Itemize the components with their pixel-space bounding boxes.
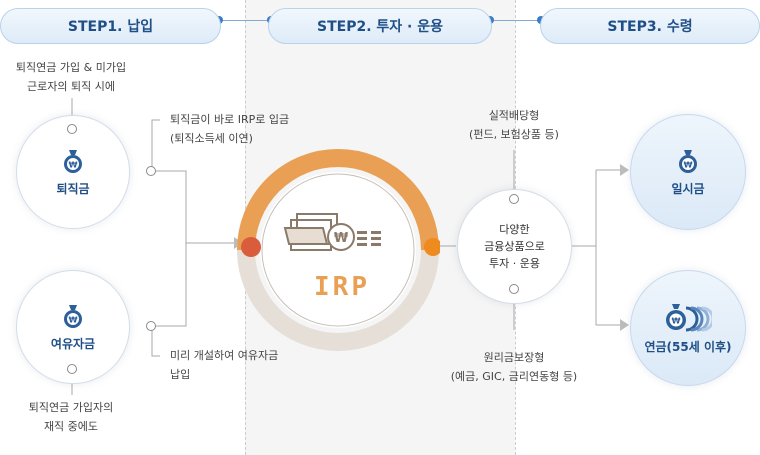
stacked-money-bag-icon: ₩	[666, 303, 712, 331]
money-bag-icon: ₩	[64, 149, 82, 173]
won-symbol: ₩	[69, 160, 78, 169]
annuity-label: 연금(55세 이후)	[644, 339, 732, 354]
spare-note-line: 퇴직연금 가입자의	[28, 401, 114, 414]
retirement-label: 퇴직금	[56, 181, 90, 196]
performance-note-line: 실적배당형	[488, 109, 540, 122]
won-symbol: ₩	[69, 315, 78, 324]
spare-route-line: 납입	[170, 368, 191, 381]
lump-sum-label: 일시금	[671, 181, 705, 196]
money-bag-icon: ₩	[64, 304, 82, 328]
spare-route-line: 미리 개설하여 여유자금	[170, 349, 279, 362]
retirement-note-line: 퇴직연금 가입 & 미가입	[15, 61, 127, 74]
step1-header: STEP1. 납입	[0, 8, 221, 44]
spare-funds-note: 퇴직연금 가입자의 재직 중에도	[6, 398, 136, 436]
irp-inflow-dot	[241, 237, 261, 257]
spare-note-line: 재직 중에도	[43, 420, 99, 433]
products-line: 다양한	[499, 223, 530, 236]
connector-hole	[67, 124, 77, 134]
retirement-note: 퇴직연금 가입 & 미가입 근로자의 퇴직 시에	[6, 58, 136, 96]
money-bag-icon: ₩	[679, 149, 697, 173]
performance-note: 실적배당형 (펀드, 보험상품 등)	[444, 106, 584, 144]
products-line: 투자 · 운용	[489, 257, 540, 270]
spare-funds-label: 여유자금	[50, 336, 96, 351]
connector-hole	[146, 166, 156, 176]
won-symbol: ₩	[684, 160, 693, 169]
retirement-route-note: 퇴직금이 바로 IRP로 입금 (퇴직소득세 이연)	[170, 110, 289, 148]
connector-hole	[67, 364, 77, 374]
spare-route-note: 미리 개설하여 여유자금 납입	[170, 346, 278, 384]
retirement-note-line: 근로자의 퇴직 시에	[27, 80, 115, 93]
money-transfer-icon: ₩	[283, 213, 381, 251]
guaranteed-note-line: (예금, GIC, 금리연동형 등)	[450, 370, 578, 383]
won-symbol: ₩	[334, 231, 349, 246]
retirement-route-line: (퇴직소득세 이연)	[170, 132, 253, 145]
lump-sum-circle: ₩ 일시금	[630, 114, 746, 230]
annuity-circle: ₩ 연금(55세 이후)	[630, 270, 746, 386]
won-symbol: ₩	[672, 316, 681, 325]
products-line: 금융상품으로	[484, 240, 545, 253]
retirement-circle: ₩ 퇴직금	[16, 115, 130, 229]
step3-header: STEP3. 수령	[540, 8, 760, 44]
guaranteed-note-line: 원리금보장형	[483, 351, 545, 364]
guaranteed-note: 원리금보장형 (예금, GIC, 금리연동형 등)	[434, 348, 594, 386]
irp-outflow-dot	[424, 238, 440, 256]
connector-hole	[509, 284, 519, 294]
irp-label: IRP	[314, 272, 370, 302]
products-text: 다양한 금융상품으로 투자 · 운용	[484, 221, 545, 272]
performance-note-line: (펀드, 보험상품 등)	[469, 128, 559, 141]
retirement-route-line: 퇴직금이 바로 IRP로 입금	[170, 113, 290, 126]
connector-hole	[509, 194, 519, 204]
connector-hole	[146, 321, 156, 331]
step2-header: STEP2. 투자 · 운용	[268, 8, 492, 44]
